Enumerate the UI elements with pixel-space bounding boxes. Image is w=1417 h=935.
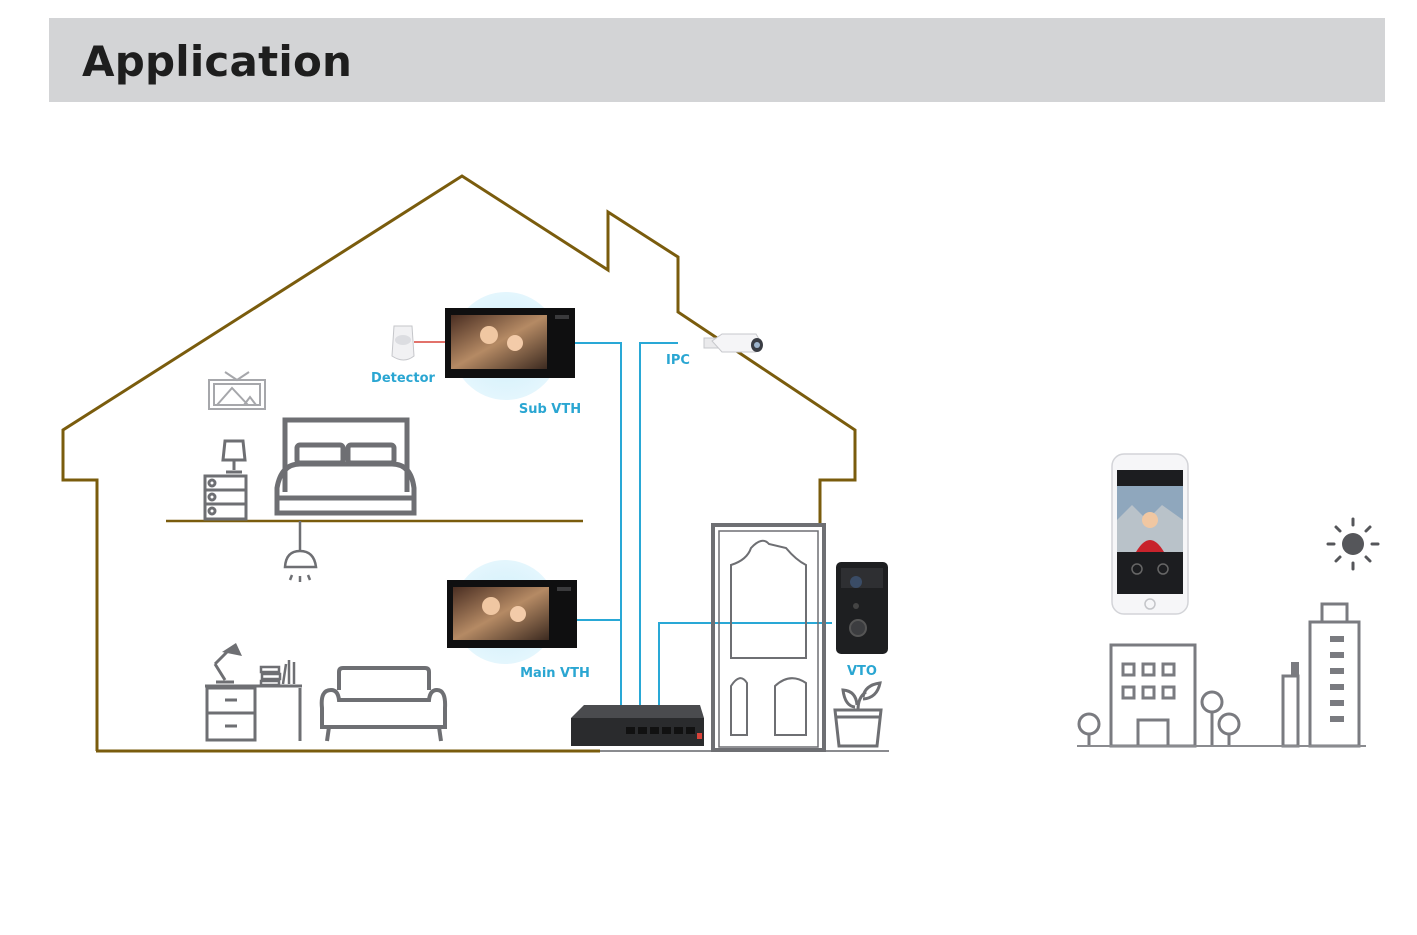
desk-icon [205,684,302,742]
plant-icon [833,681,883,748]
tree-icon [1077,690,1241,746]
nightstand-icon [203,439,248,521]
vth-monitor-icon [445,308,575,378]
bed-icon [274,417,417,516]
desk-lamp-icon [213,643,242,684]
door-icon [711,523,826,752]
detector-label: Detector [371,371,435,386]
detector-icon [391,325,415,361]
sofa-icon [319,666,448,742]
vto-label: VTO [847,664,877,679]
vto-doorbell-icon [836,562,888,654]
vth-monitor-icon [447,580,577,648]
wiring [575,342,832,705]
page-title: Application [82,37,353,86]
poe-switch-icon [571,705,704,746]
house-outline [61,174,857,751]
books-icon [259,660,296,687]
ceiling-lamp-icon [283,521,318,582]
header-bar: Application [49,18,1385,102]
ipc-label: IPC [666,353,690,368]
smartphone-icon [1111,453,1189,615]
skyscraper-icon [1281,602,1361,748]
ipc-camera-icon [703,333,763,353]
sun-icon [1326,517,1380,571]
sub-vth-label: Sub VTH [519,402,581,417]
office-building-icon [1109,643,1197,748]
picture-frame-icon [208,371,266,410]
main-vth-label: Main VTH [520,666,590,681]
